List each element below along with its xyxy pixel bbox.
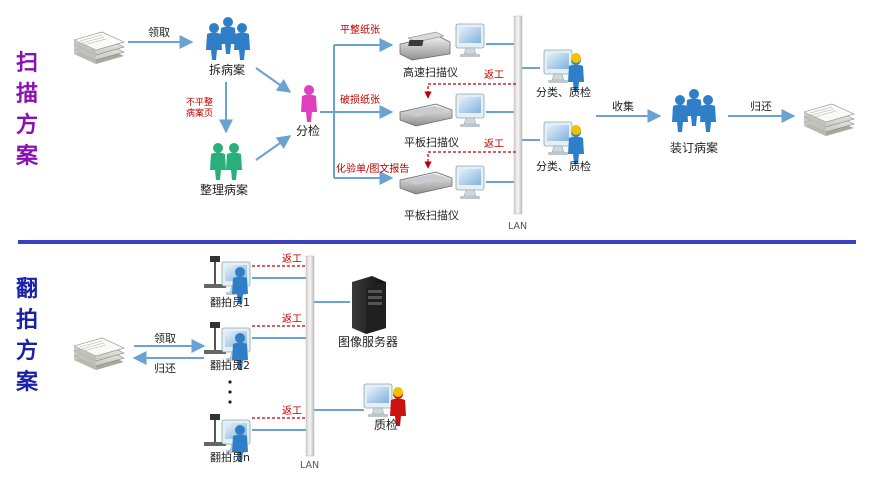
organizer-note: 不平整 病案页 bbox=[186, 98, 213, 120]
sort-branch-lines bbox=[320, 38, 394, 185]
rework-label: 返工 bbox=[282, 254, 302, 265]
qc-station-1-icon bbox=[543, 49, 584, 92]
flat-paper-label: 平整纸张 bbox=[340, 25, 380, 36]
operator-2-label: 翻拍员2 bbox=[210, 359, 250, 372]
title-char: 扫 bbox=[15, 50, 38, 76]
receive-label: 领取 bbox=[148, 26, 170, 39]
flatbed-scanner-2-label: 平板扫描仪 bbox=[404, 209, 459, 222]
sort-label: 分检 bbox=[296, 124, 321, 138]
arrow-organize-to-sort bbox=[255, 135, 292, 161]
scan-section-title: 扫 描 方 案 bbox=[12, 48, 42, 172]
paper-stack-icon bbox=[73, 31, 125, 65]
binding-people-icon bbox=[672, 89, 716, 132]
paper-stack-icon bbox=[803, 103, 855, 137]
sort-person-icon bbox=[301, 85, 317, 122]
operator-1-label: 翻拍员1 bbox=[210, 296, 250, 309]
monitor-icon bbox=[455, 23, 485, 58]
lan-bar bbox=[305, 255, 315, 457]
lan-label: LAN bbox=[508, 221, 528, 232]
title-char: 拍 bbox=[15, 307, 38, 333]
lab-report-label: 化验单/图文报告 bbox=[336, 164, 410, 175]
title-char: 方 bbox=[15, 112, 38, 138]
scan-lan-links bbox=[486, 43, 540, 183]
rework-label: 返工 bbox=[484, 139, 504, 150]
photo-qc-icon bbox=[363, 383, 406, 426]
title-char: 案 bbox=[15, 143, 38, 169]
copy-stand-1-icon bbox=[204, 256, 251, 304]
collect-label: 收集 bbox=[612, 100, 634, 113]
qc-label: 分类、质检 bbox=[536, 86, 591, 99]
rework-label: 返工 bbox=[282, 406, 302, 417]
qc-label: 分类、质检 bbox=[536, 160, 591, 173]
scan-rework-lines bbox=[424, 83, 516, 169]
operator-n-label: 翻拍员n bbox=[210, 451, 250, 464]
flatbed-scanner-2-icon bbox=[399, 171, 453, 195]
dismantle-label: 拆病案 bbox=[209, 63, 246, 77]
photo-qc-label: 质检 bbox=[374, 418, 399, 432]
paper-stack-icon bbox=[73, 337, 125, 371]
organize-label: 整理病案 bbox=[200, 183, 249, 197]
photo-return-label: 归还 bbox=[154, 362, 176, 375]
high-speed-scanner-icon bbox=[399, 31, 451, 61]
copy-stand-2-icon bbox=[204, 322, 251, 370]
photo-section-title: 翻 拍 方 案 bbox=[12, 274, 42, 398]
damaged-paper-label: 破损纸张 bbox=[340, 95, 380, 106]
title-char: 翻 bbox=[15, 276, 38, 302]
photo-rework-lines bbox=[252, 265, 306, 419]
return-label: 归还 bbox=[750, 100, 772, 113]
monitor-icon bbox=[455, 165, 485, 200]
high-speed-scanner-label: 高速扫描仪 bbox=[403, 66, 458, 79]
server-label: 图像服务器 bbox=[338, 335, 399, 349]
section-divider bbox=[18, 240, 856, 244]
note-line: 病案页 bbox=[186, 109, 214, 119]
server-icon bbox=[352, 276, 386, 334]
title-char: 描 bbox=[15, 81, 38, 107]
ellipsis-dots bbox=[228, 380, 232, 404]
flatbed-scanner-1-icon bbox=[399, 103, 453, 127]
title-char: 案 bbox=[15, 369, 38, 395]
monitor-icon bbox=[455, 93, 485, 128]
dismantle-people-icon bbox=[206, 17, 250, 60]
flatbed-scanner-1-label: 平板扫描仪 bbox=[404, 136, 459, 149]
qc-station-2-icon bbox=[543, 121, 584, 164]
binding-label: 装订病案 bbox=[670, 141, 719, 155]
copy-stand-n-icon bbox=[204, 414, 251, 462]
organize-people-icon bbox=[210, 143, 242, 180]
lan-bar bbox=[513, 15, 523, 215]
lan-label: LAN bbox=[300, 460, 320, 471]
title-char: 方 bbox=[15, 338, 38, 364]
arrow-dismantle-to-sort bbox=[255, 67, 292, 93]
rework-label: 返工 bbox=[282, 314, 302, 325]
photo-receive-label: 领取 bbox=[154, 332, 176, 345]
note-line: 不平整 bbox=[186, 98, 214, 108]
photo-lan-links bbox=[252, 277, 364, 431]
rework-label: 返工 bbox=[484, 70, 504, 81]
